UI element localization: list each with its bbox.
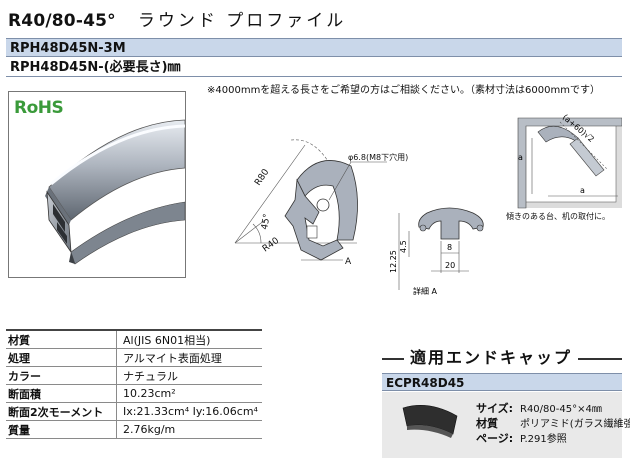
cross-section-svg: R80 R40 45° φ6.8(M8下穴用) A — [234, 139, 408, 267]
dim-height: 12.25 — [389, 250, 398, 273]
spec-label: 質量 — [6, 420, 117, 439]
spec-label: 処理 — [6, 348, 117, 367]
spec-value: 2.76kg/m — [116, 420, 262, 439]
radius-inner-label: R40 — [261, 236, 281, 255]
radius-line-inner — [234, 219, 266, 244]
dim-slot: 4.5 — [399, 240, 408, 253]
model-name: R40/80-45° — [8, 11, 116, 31]
detail-a-diagram: 12.25 4.5 8 20 詳細 A — [363, 195, 500, 303]
part-number-custom: RPH48D45N-(必要長さ)㎜ — [6, 58, 622, 77]
corner-illustration: a a (a+60)√2 — [508, 98, 623, 220]
page-value: P.291参照 — [520, 434, 567, 445]
dim-a-vertical: a — [518, 153, 523, 162]
end-cap-info: サイズ: R40/80-45°×4㎜ 材質 ポリアミド(ガラス繊維強化) ページ: P… — [476, 402, 630, 447]
angle-label: 45° — [260, 213, 273, 230]
length-note: ※4000mmを超える長さをご希望の方はご相談ください。（素材寸法は6000mm… — [207, 85, 600, 96]
corner-caption: 傾きのある台、机の取付に。 — [506, 212, 610, 221]
material-label: 材質 — [476, 417, 498, 430]
detail-profile — [418, 207, 484, 240]
end-cap-title: 適用エンドキャップ — [404, 344, 579, 368]
spec-value: 10.23cm² — [116, 384, 262, 403]
profile-outer — [296, 160, 358, 241]
spec-value: Al(JIS 6N01相当) — [116, 329, 262, 349]
end-cap-code: ECPR48D45 — [382, 373, 622, 391]
corner-svg: a a (a+60)√2 — [517, 113, 623, 209]
t-slot — [306, 225, 318, 239]
dim-a-horizontal: a — [580, 186, 585, 195]
product-name: ラウンド プロファイル — [137, 11, 347, 31]
cross-section-diagram: R80 R40 45° φ6.8(M8下穴用) A — [205, 100, 427, 300]
spec-label: 材質 — [6, 329, 117, 349]
size-value: R40/80-45°×4㎜ — [520, 404, 602, 415]
page-label: ページ: — [476, 432, 514, 445]
detail-a-svg: 12.25 4.5 8 20 詳細 A — [389, 207, 484, 296]
center-hole — [316, 198, 330, 212]
hole-leader — [328, 161, 352, 201]
detail-marker: A — [345, 257, 352, 267]
angle-arc — [252, 223, 262, 244]
product-photo: RoHS — [8, 91, 186, 278]
detail-caption: 詳細 A — [413, 286, 438, 296]
hole-label: φ6.8(M8下穴用) — [348, 152, 408, 162]
radius-line-outer — [234, 144, 306, 244]
radius-outer-label: R80 — [253, 167, 271, 187]
spec-row: 処理アルマイト表面処理 — [6, 348, 262, 367]
material-value: ポリアミド(ガラス繊維強化) — [520, 419, 630, 430]
spec-label: カラー — [6, 366, 117, 385]
spec-value: アルマイト表面処理 — [116, 348, 262, 367]
rohs-logo: RoHS — [14, 98, 64, 118]
part-number-standard: RPH48D45N-3M — [6, 38, 622, 57]
size-label: サイズ: — [476, 402, 514, 415]
profile-rendering — [45, 119, 185, 265]
spec-label: 断面2次モーメント — [6, 402, 117, 421]
spec-row: カラーナチュラル — [6, 366, 262, 385]
end-cap-image — [399, 398, 463, 440]
spec-value: ナチュラル — [116, 366, 262, 385]
page-title: R40/80-45° ラウンド プロファイル — [8, 6, 346, 31]
dim-width: 20 — [445, 261, 455, 270]
profile-body — [284, 178, 344, 261]
spec-label: 断面積 — [6, 384, 117, 403]
dim-opening: 8 — [447, 243, 452, 252]
spec-value: Ix:21.33cm⁴ Iy:16.06cm⁴ — [116, 402, 262, 421]
